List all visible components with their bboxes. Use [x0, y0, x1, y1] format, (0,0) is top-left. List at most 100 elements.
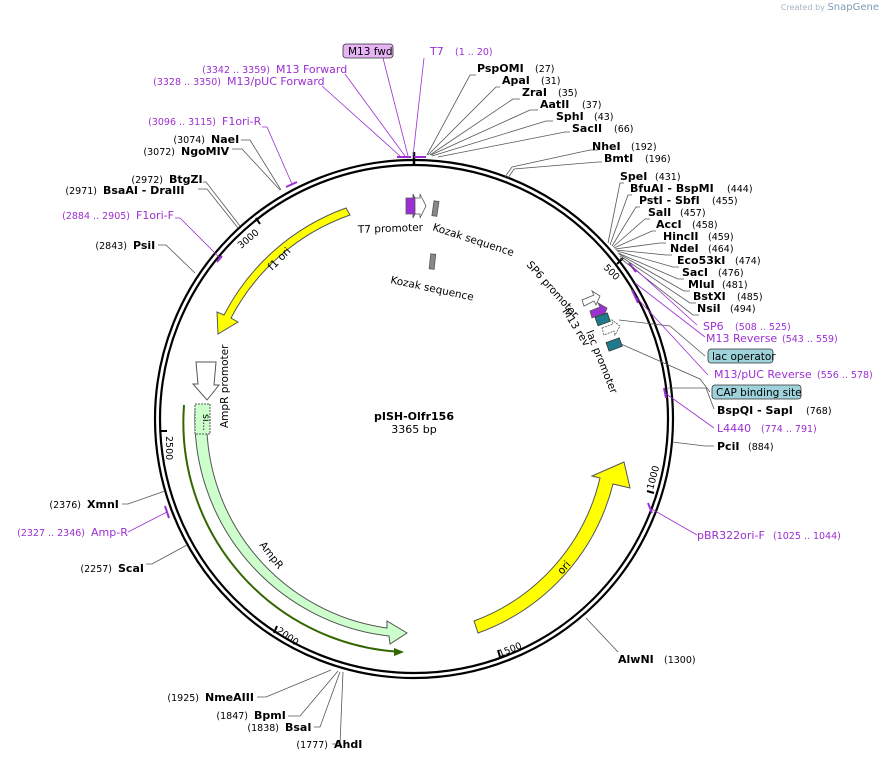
enzyme-saci[interactable]: SacI [682, 266, 708, 279]
tick-500: 500 [601, 262, 622, 283]
amp-r-range: (2327 .. 2346) [17, 528, 85, 539]
watermark-created-by: Created by [780, 3, 825, 12]
enzyme-sacii[interactable]: SacII [572, 122, 602, 135]
tick-1500: 1500 [497, 641, 524, 660]
kozak-box-1[interactable] [431, 200, 440, 217]
enzyme-naei-pos: (3074) [173, 135, 205, 146]
m13reverse-range: (543 .. 559) [782, 334, 838, 345]
enzyme-eco53ki[interactable]: Eco53kI [677, 254, 725, 267]
sp6-promoter-arrow[interactable] [581, 289, 601, 307]
enzyme-ngomiv-pos: (3072) [143, 147, 175, 158]
amp-r-label[interactable]: Amp-R [91, 526, 128, 539]
enzyme-nmeaiii[interactable]: NmeAIII [205, 691, 254, 704]
enzyme-sacii-pos: (66) [614, 124, 634, 135]
tick-500-mark [616, 257, 624, 265]
enzyme-apai[interactable]: ApaI [502, 74, 530, 87]
enzyme-apai-pos: (31) [541, 76, 561, 87]
enzyme-ndei[interactable]: NdeI [670, 242, 699, 255]
f1ori-r-label[interactable]: F1ori-R [222, 115, 262, 128]
enzyme-bspqi-pos: (768) [806, 406, 832, 417]
m13puc-fwd-label[interactable]: M13/pUC Forward [227, 75, 325, 88]
ampr-promoter-arrow[interactable] [191, 361, 221, 401]
enzyme-alwni[interactable]: AlwNI [618, 653, 654, 666]
enzyme-ahdi-pos: (1777) [296, 740, 328, 751]
enzyme-aatii[interactable]: AatII [540, 98, 569, 111]
enzyme-mlui-pos: (481) [722, 280, 748, 291]
enzyme-naei[interactable]: NaeI [211, 133, 239, 146]
ori-arrow[interactable] [473, 461, 631, 634]
sp6-primer-label[interactable]: SP6 [703, 320, 724, 333]
enzyme-scai[interactable]: ScaI [118, 562, 144, 575]
kozak-label-2: Kozak sequence [389, 274, 474, 303]
m13puc-rev-label[interactable]: M13/pUC Reverse [714, 368, 812, 381]
tick-2500: 2500 [163, 436, 174, 460]
enzyme-pspomi-pos: (27) [535, 64, 555, 75]
enzyme-bsai[interactable]: BsaI [285, 721, 311, 734]
enzyme-btgzi[interactable]: BtgZI [169, 173, 203, 186]
signal-box[interactable] [194, 403, 211, 435]
enzyme-bspqi[interactable]: BspQI - SapI [717, 404, 793, 417]
m13fwd-label[interactable]: M13 fwd [348, 46, 393, 58]
m13fwd-box[interactable] [342, 43, 394, 59]
enzyme-nsii-pos: (494) [730, 304, 756, 315]
enzyme-btgzi-pos: (2972) [131, 175, 163, 186]
enzyme-acci[interactable]: AccI [656, 218, 682, 231]
enzyme-bsaai[interactable]: BsaAI - DraIII [103, 184, 184, 197]
signal-label: si... [200, 414, 211, 431]
l4440-label[interactable]: L4440 [717, 422, 751, 435]
enzyme-mlui[interactable]: MluI [688, 278, 715, 291]
enzyme-pspomi[interactable]: PspOMI [477, 62, 524, 75]
f1ori-arrow[interactable] [216, 207, 351, 335]
enzyme-zrai[interactable]: ZraI [522, 86, 547, 99]
enzyme-acci-pos: (458) [692, 220, 718, 231]
lac-promoter-arrow[interactable] [601, 319, 621, 337]
primer-mark-f1ori-f [216, 255, 223, 263]
pbr322ori-f-label[interactable]: pBR322ori-F [697, 529, 765, 542]
t7-promoter-open-arrow[interactable] [414, 193, 427, 219]
enzyme-pcii[interactable]: PciI [717, 440, 739, 453]
primer-marks [164, 156, 667, 519]
tick-3000-mark [255, 217, 261, 225]
enzyme-scai-pos: (2257) [80, 564, 112, 575]
tick-1000-mark [646, 490, 655, 494]
lac-operator-box[interactable] [594, 312, 611, 327]
enzyme-ahdi[interactable]: AhdI [334, 738, 362, 751]
enzyme-spei[interactable]: SpeI [620, 170, 647, 183]
enzyme-ndei-pos: (464) [708, 244, 734, 255]
enzyme-sali[interactable]: SalI [648, 206, 671, 219]
kozak-label-1: Kozak sequence [431, 221, 515, 259]
t7-primer-label[interactable]: T7 [429, 45, 444, 58]
enzyme-bpmi[interactable]: BpmI [254, 709, 286, 722]
f1ori-label: f1 ori [266, 245, 294, 273]
enzyme-nsii[interactable]: NsiI [697, 302, 721, 315]
enzyme-bfuai[interactable]: BfuAI - BspMI [630, 182, 714, 195]
primer-mark-amp-r [164, 505, 170, 519]
enzyme-bsaai-pos: (2971) [65, 186, 97, 197]
m13reverse-label[interactable]: M13 Reverse [706, 332, 777, 345]
kozak-box-2[interactable] [428, 253, 437, 270]
m13puc-rev-range: (556 .. 578) [817, 370, 873, 381]
ampr-arrow[interactable] [194, 409, 408, 645]
enzyme-psii[interactable]: PsiI [133, 239, 155, 252]
plasmid-name: pISH-Olfr156 [374, 410, 454, 423]
enzyme-bsai-pos: (1838) [247, 723, 279, 734]
plasmid-length: 3365 bp [391, 423, 436, 436]
lac-operator-label-box[interactable] [707, 348, 774, 364]
enzyme-psti[interactable]: PstI - SbfI [639, 194, 700, 207]
cap-site-label-box[interactable] [711, 384, 802, 400]
enzyme-xmni[interactable]: XmnI [87, 498, 119, 511]
enzyme-ngomiv[interactable]: NgoMIV [181, 145, 230, 158]
enzyme-sphi[interactable]: SphI [556, 110, 584, 123]
cap-site-box[interactable] [605, 337, 623, 352]
primer-leader-lines [127, 57, 715, 536]
enzyme-sali-pos: (457) [680, 208, 706, 219]
f1ori-f-label[interactable]: F1ori-F [136, 209, 174, 222]
enzyme-nhei-pos: (192) [631, 142, 657, 153]
enzyme-bstxi[interactable]: BstXI [693, 290, 726, 303]
m13forward-label[interactable]: M13 Forward [276, 63, 347, 76]
sp6-primer-range: (508 .. 525) [735, 322, 791, 333]
enzyme-nhei[interactable]: NheI [592, 140, 621, 153]
enzyme-bmti[interactable]: BmtI [604, 152, 633, 165]
enzyme-hincii[interactable]: HincII [663, 230, 699, 243]
enzyme-nmeaiii-pos: (1925) [167, 693, 199, 704]
